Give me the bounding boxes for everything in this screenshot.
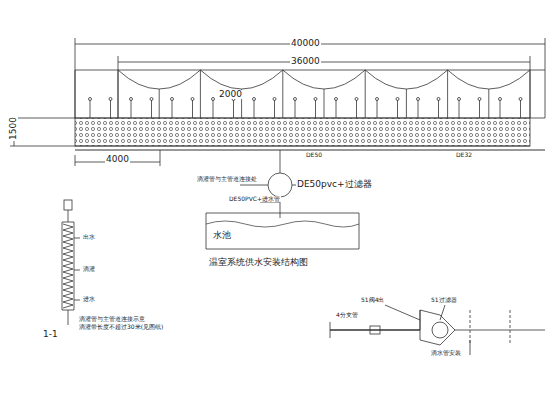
dimension-label: 4分支管	[335, 312, 359, 318]
dimension-label: 滴水管安装	[430, 350, 462, 356]
dimension-label: 出水	[82, 234, 96, 240]
dimension-label: 滴灌管与主管道连接处	[196, 176, 258, 182]
dimension-label: 温室系统供水安装结构图	[208, 258, 309, 267]
dimension-label: DE50pvc+过滤器	[296, 180, 373, 189]
dimension-label: 1500	[9, 116, 18, 141]
dimension-label: DE50	[305, 152, 323, 158]
dimension-label: 51阀4出	[360, 297, 385, 303]
pool-label: 水池	[213, 229, 231, 242]
dimension-label: 36000	[290, 57, 321, 66]
dimension-label: DE50PVC+进水管	[228, 196, 281, 202]
dimension-label: 滴灌	[82, 266, 96, 272]
dimension-label: DE32	[455, 152, 473, 158]
dimension-label: 40000	[290, 39, 321, 48]
dimension-label: 4000	[105, 155, 130, 164]
dimension-label: 2000	[218, 90, 243, 99]
dimension-label: 滴灌带长度不超过30米(见图纸)	[78, 324, 164, 330]
dimension-label: 进水	[82, 296, 96, 302]
dimension-label: 1-1	[42, 330, 59, 339]
dimension-label: 51过滤器	[430, 297, 458, 303]
dimension-label: 滴灌管与主管道连接示意	[78, 316, 146, 322]
water-pool: 水池	[205, 212, 360, 250]
